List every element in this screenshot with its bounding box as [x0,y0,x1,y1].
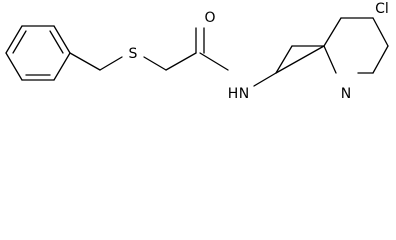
molecule-diagram: S O H N N Cl [5,1,389,102]
bond [199,52,229,71]
double-bond-inner [49,30,64,54]
amide-nitrogen-label: N [239,86,249,102]
thioether-chain [69,52,197,71]
bond [323,45,337,74]
sulfur-atom-label: S [129,46,138,62]
pyridine-ring [275,17,389,74]
bond [372,45,389,74]
pyridine-nitrogen-label: N [341,86,351,102]
carbonyl-group [195,27,205,54]
bond [323,17,342,47]
bond [275,45,325,74]
bond [5,52,23,81]
bond [53,52,71,81]
oxygen-atom-label: O [204,10,215,26]
bond [69,52,101,71]
bond [372,17,389,47]
amide-nitrogen-h-label: H [228,86,239,102]
bond [275,45,293,74]
bond [143,56,167,71]
bond [99,56,123,71]
chlorine-atom-label: Cl [375,1,389,17]
bond [53,25,71,54]
bond [165,52,197,71]
double-bond-inner [12,30,27,54]
bond [253,72,277,87]
bond [5,25,23,54]
benzene-ring [5,25,71,81]
